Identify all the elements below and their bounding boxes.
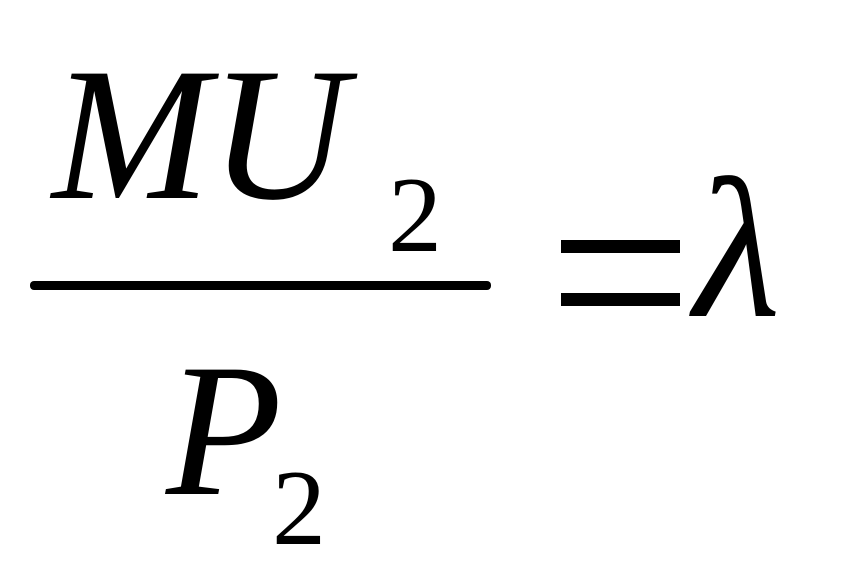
numerator-subscript: 2	[388, 156, 442, 275]
lambda-symbol: λ	[694, 139, 781, 360]
denominator-subscript: 2	[272, 449, 326, 568]
equals-top-bar	[561, 240, 680, 253]
fraction-bar	[30, 281, 491, 290]
equals-bottom-bar	[561, 293, 680, 306]
denominator-symbol-p: P	[166, 326, 283, 536]
numerator-symbol-m: M	[52, 30, 211, 240]
numerator-symbol-u: U	[210, 30, 348, 240]
